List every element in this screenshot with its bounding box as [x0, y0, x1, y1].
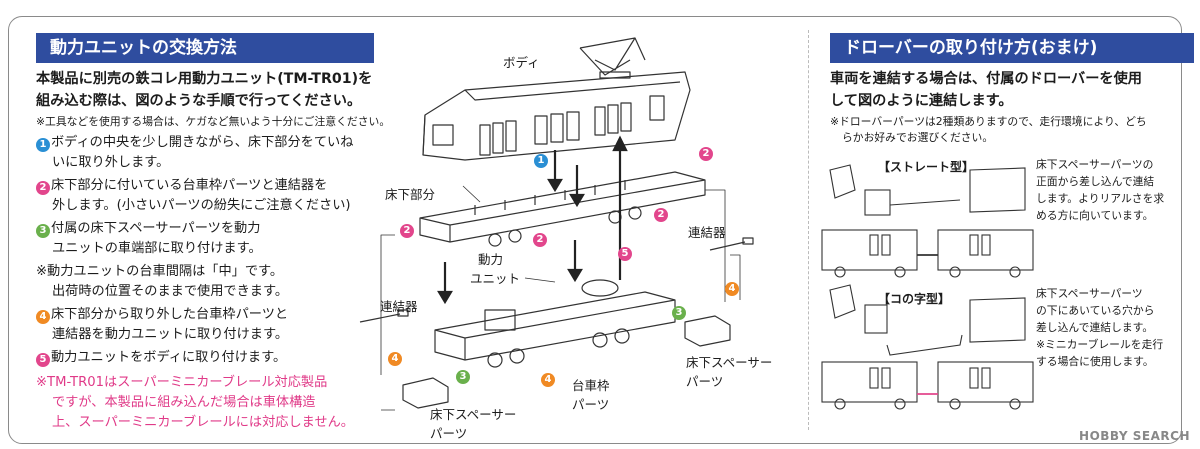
- step-1-line-2: いに取り外します。: [52, 155, 170, 170]
- spacer-part-right-icon: [684, 315, 731, 347]
- straight-type-label: 【ストレート型】: [878, 160, 975, 174]
- step-4-line-2: 連結器を動力ユニットに取り付けます。: [52, 327, 289, 342]
- ko-coupled-cars-icon: [821, 361, 1034, 410]
- ko-desc-4: ※ミニカーブレールを走行: [1036, 338, 1164, 351]
- drawbar-note-line-2: らかお好みでお選びください。: [842, 131, 994, 144]
- spacing-note-line-2: 出荷時の位置そのままで使用できます。: [52, 284, 289, 299]
- spacer-label-right-1: 床下スペーサー: [686, 355, 773, 370]
- truck-frame-label-1: 台車枠: [572, 378, 610, 393]
- spacer-label-right-2: パーツ: [686, 374, 724, 389]
- ko-type-label: 【コの字型】: [878, 292, 951, 306]
- step-4-badge: 4: [36, 310, 50, 324]
- straight-coupled-cars-icon: [821, 229, 1034, 278]
- coupler-label-right: 連結器: [688, 225, 726, 240]
- power-unit-title: 動力ユニットの交換方法: [36, 33, 374, 63]
- diagram-badge-4-left: 4: [388, 352, 402, 366]
- coupler-left-icon: [359, 309, 409, 323]
- straight-drawbar-detail-icon: [829, 164, 1026, 216]
- intro-line-2: 組み込む際は、図のような手順で行ってください。: [36, 93, 362, 109]
- step-2-line-2: 外します。(小さいパーツの紛失にご注意ください): [52, 198, 351, 213]
- diagram-badge-2-mid: 2: [654, 208, 668, 222]
- coupler-label-left: 連結器: [380, 299, 418, 314]
- intro-line-1: 本製品に別売の鉄コレ用動力ユニット(TM-TR01)を: [36, 71, 373, 87]
- drawbar-intro-line-2: して図のように連結します。: [830, 93, 1013, 109]
- ko-desc-5: する場合に使用します。: [1036, 355, 1154, 368]
- truck-frame-label-2: パーツ: [572, 397, 610, 412]
- ko-desc-3: 差し込んで連結します。: [1036, 321, 1154, 334]
- diagram-badge-2-center: 2: [533, 233, 547, 247]
- power-unit-icon: [434, 279, 676, 368]
- warning-line-3: 上、スーパーミニカーブレールには対応しません。: [52, 415, 354, 430]
- straight-desc-2: 正面から差し込んで連結: [1036, 175, 1155, 188]
- diagram-badge-3-left: 3: [456, 370, 470, 384]
- ko-desc-1: 床下スペーサーパーツ: [1036, 287, 1143, 300]
- coupler-right-icon: [709, 237, 754, 251]
- spacer-label-left-2: パーツ: [430, 426, 468, 441]
- spacer-label-left-1: 床下スペーサー: [430, 407, 517, 422]
- step-1-badge: 1: [36, 138, 50, 152]
- straight-desc-1: 床下スペーサーパーツの: [1036, 158, 1154, 171]
- diagram-badge-1: 1: [534, 154, 548, 168]
- warning-line-2: ですが、本製品に組み込んだ場合は車体構造: [52, 395, 316, 410]
- pantograph-icon: [579, 37, 646, 79]
- step-3-line-2: ユニットの車端部に取り付けます。: [52, 241, 262, 256]
- ko-drawbar-detail-icon: [829, 284, 1026, 356]
- step-3-badge: 3: [36, 224, 50, 238]
- warning-line-1: ※TM-TR01はスーパーミニカーブレール対応製品: [36, 375, 328, 390]
- column-divider: [808, 30, 809, 430]
- diagram-badge-2-top: 2: [699, 147, 713, 161]
- floor-part-label: 床下部分: [385, 187, 436, 202]
- drawbar-title: ドローバーの取り付け方(おまけ): [830, 33, 1194, 63]
- power-unit-label-2: ユニット: [470, 271, 521, 286]
- tram-body-icon: [422, 71, 691, 161]
- drawbar-note-line-1: ※ドローバーパーツは2種類ありますので、走行環境により、どち: [830, 115, 1147, 128]
- power-unit-label-1: 動力: [478, 252, 504, 267]
- diagram-badge-4-center: 4: [541, 373, 555, 387]
- straight-desc-3: します。よりリアルさを求: [1036, 192, 1165, 205]
- hobby-search-watermark: HOBBY SEARCH: [1079, 429, 1190, 443]
- diagram-badge-5: 5: [618, 247, 632, 261]
- assembly-diagram: [359, 37, 754, 411]
- diagram-badge-3-right: 3: [672, 306, 686, 320]
- step-5-badge: 5: [36, 353, 50, 367]
- body-label: ボディ: [503, 55, 540, 70]
- drawbar-intro-line-1: 車両を連結する場合は、付属のドローバーを使用: [830, 71, 1142, 87]
- spacer-part-left-icon: [402, 377, 449, 409]
- diagram-badge-2-left: 2: [400, 224, 414, 238]
- spacing-note-line-1: ※動力ユニットの台車間隔は「中」です。: [36, 264, 284, 279]
- straight-desc-4: める方に向いています。: [1036, 209, 1154, 222]
- step-2-badge: 2: [36, 181, 50, 195]
- drawbar-diagrams: [821, 164, 1034, 410]
- diagram-badge-4-right: 4: [725, 282, 739, 296]
- tool-note: ※工具などを使用する場合は、ケガなど無いよう十分にご注意ください。: [36, 115, 391, 128]
- ko-desc-2: の下にあいている穴から: [1036, 304, 1155, 317]
